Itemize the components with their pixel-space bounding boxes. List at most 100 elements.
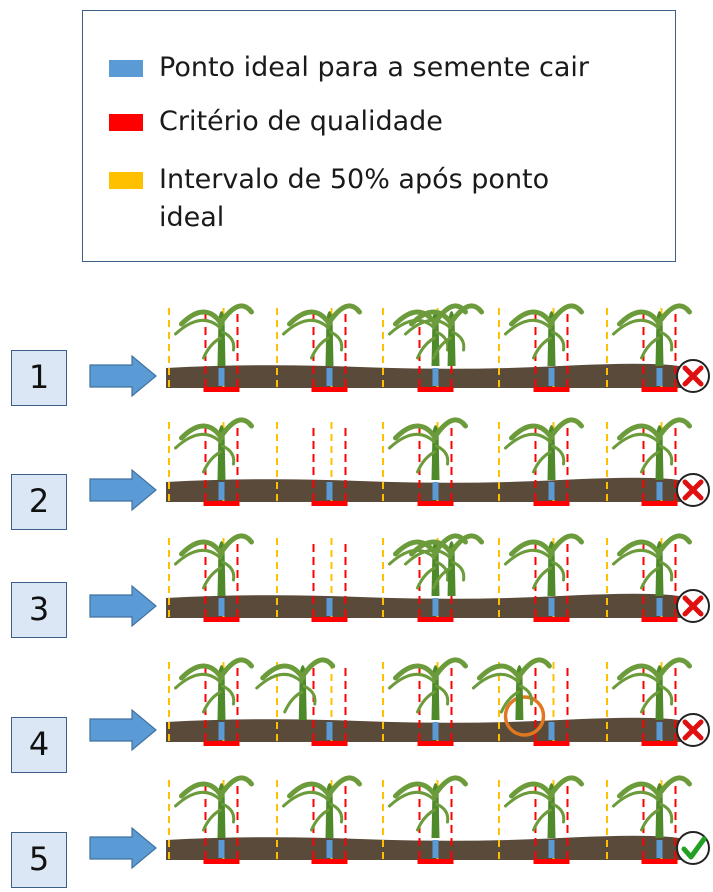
corn-leaf bbox=[451, 330, 466, 352]
corn-leaf bbox=[451, 560, 466, 582]
corn-leaf bbox=[179, 423, 224, 441]
corn-leaf bbox=[404, 548, 453, 566]
corn-plant-icon bbox=[612, 533, 692, 596]
quality-bar bbox=[203, 741, 240, 746]
corn-leaf bbox=[640, 450, 660, 474]
corn-leaf bbox=[612, 548, 660, 566]
quality-bar bbox=[641, 741, 678, 746]
ideal-point-marker bbox=[218, 368, 225, 386]
row-number-label: 5 bbox=[11, 832, 67, 888]
quality-bar bbox=[533, 741, 570, 746]
corn-leaf bbox=[327, 775, 362, 797]
corn-leaf bbox=[202, 690, 222, 714]
corn-leaf bbox=[617, 309, 662, 327]
quality-bar bbox=[417, 387, 454, 392]
quality-bar bbox=[203, 387, 240, 392]
corn-leaf bbox=[657, 657, 692, 679]
ideal-point-marker bbox=[432, 598, 439, 616]
corn-leaf bbox=[388, 790, 436, 808]
corn-leaf bbox=[471, 672, 520, 690]
corn-leaf bbox=[416, 690, 436, 714]
quality-bar bbox=[417, 741, 454, 746]
corn-leaf bbox=[221, 684, 236, 706]
ideal-point-marker bbox=[218, 598, 225, 616]
corn-leaf bbox=[657, 303, 692, 325]
corn-leaf bbox=[659, 802, 674, 824]
corn-leaf bbox=[551, 330, 566, 352]
corn-leaf bbox=[174, 318, 222, 336]
corn-leaf bbox=[549, 775, 584, 797]
corn-leaf bbox=[659, 684, 674, 706]
corn-leaf bbox=[433, 775, 468, 797]
corn-plant-icon bbox=[504, 303, 584, 366]
corn-leaf bbox=[179, 309, 224, 327]
x-mark bbox=[682, 719, 704, 741]
planting-row bbox=[89, 538, 710, 628]
ideal-point-marker bbox=[656, 482, 663, 500]
planting-row bbox=[89, 422, 710, 512]
corn-leaf bbox=[617, 539, 662, 557]
corn-leaf bbox=[657, 775, 692, 797]
corn-leaf bbox=[435, 802, 450, 824]
ideal-point-marker bbox=[656, 722, 663, 740]
corn-plant-icon bbox=[388, 657, 468, 720]
corn-leaf bbox=[327, 303, 362, 325]
ideal-point-marker bbox=[548, 482, 555, 500]
quality-bar bbox=[203, 859, 240, 864]
corn-leaf bbox=[432, 566, 453, 590]
corn-leaf bbox=[202, 336, 222, 360]
planting-row bbox=[89, 780, 710, 870]
corn-plant-icon bbox=[404, 303, 485, 366]
corn-leaf bbox=[499, 690, 520, 714]
right-arrow-icon bbox=[89, 468, 157, 512]
corn-plant-icon bbox=[282, 775, 362, 838]
quality-bar bbox=[641, 859, 678, 864]
corn-leaf bbox=[179, 663, 224, 681]
quality-bar bbox=[533, 387, 570, 392]
ideal-point-marker bbox=[656, 598, 663, 616]
corn-leaf bbox=[329, 802, 344, 824]
corn-leaf bbox=[310, 336, 330, 360]
corn-leaf bbox=[416, 336, 436, 360]
ideal-point-marker bbox=[218, 482, 225, 500]
corn-leaf bbox=[174, 548, 222, 566]
corn-plant-icon bbox=[504, 775, 584, 838]
corn-leaf bbox=[388, 672, 436, 690]
quality-bar bbox=[641, 617, 678, 622]
corn-plant-icon bbox=[255, 657, 336, 720]
corn-plant-icon bbox=[504, 417, 584, 480]
corn-leaf bbox=[329, 330, 344, 352]
corn-leaf bbox=[449, 533, 485, 555]
corn-leaf bbox=[509, 309, 554, 327]
corn-leaf bbox=[282, 318, 330, 336]
corn-leaf bbox=[640, 336, 660, 360]
corn-leaf bbox=[532, 336, 552, 360]
corn-leaf bbox=[416, 450, 436, 474]
corn-leaf bbox=[551, 560, 566, 582]
corn-leaf bbox=[432, 336, 453, 360]
corn-leaf bbox=[551, 444, 566, 466]
corn-leaf bbox=[504, 432, 552, 450]
corn-leaf bbox=[300, 657, 336, 679]
quality-bar bbox=[311, 617, 348, 622]
corn-leaf bbox=[433, 417, 468, 439]
corn-leaf bbox=[509, 539, 554, 557]
quality-bar bbox=[203, 617, 240, 622]
corn-leaf bbox=[283, 690, 304, 714]
corn-leaf bbox=[617, 663, 662, 681]
highlight-circle bbox=[503, 695, 546, 737]
quality-bar bbox=[417, 501, 454, 506]
ideal-point-marker bbox=[432, 722, 439, 740]
right-arrow-icon bbox=[89, 354, 157, 398]
corn-leaf bbox=[255, 672, 304, 690]
corn-leaf bbox=[416, 808, 436, 832]
check-mark bbox=[681, 836, 707, 860]
quality-bar bbox=[641, 501, 678, 506]
corn-leaf bbox=[516, 657, 552, 679]
corn-leaf bbox=[659, 560, 674, 582]
row-number-label: 2 bbox=[11, 474, 67, 530]
corn-leaf bbox=[617, 423, 662, 441]
corn-leaf bbox=[612, 672, 660, 690]
ideal-point-marker bbox=[548, 722, 555, 740]
